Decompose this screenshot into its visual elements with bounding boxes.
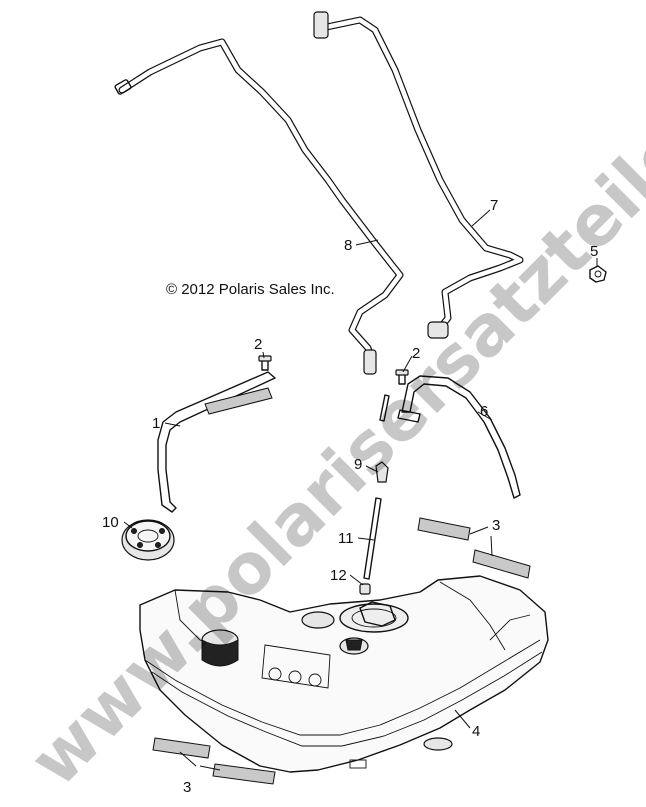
callout-10: 10 — [102, 514, 119, 531]
fuel-cap-10 — [121, 519, 175, 561]
strap-6 — [397, 375, 521, 499]
fuel-tank-4 — [139, 575, 549, 773]
pad-strap-1 — [204, 387, 273, 415]
bolt-2-right — [395, 369, 409, 385]
callout-2-left: 2 — [254, 336, 262, 353]
callout-2-right: 2 — [412, 345, 420, 362]
callout-3-right: 3 — [492, 517, 500, 534]
callout-5: 5 — [590, 243, 598, 260]
filter-12 — [359, 583, 371, 595]
bolt-2-left — [258, 355, 272, 371]
pickup-tube-11 — [363, 497, 382, 580]
callout-7: 7 — [490, 197, 498, 214]
tube-9 — [375, 394, 390, 483]
strap-1 — [157, 371, 276, 513]
leader-lines — [123, 209, 598, 771]
pads-3-bottom — [152, 737, 276, 785]
callout-3-bottom: 3 — [183, 779, 191, 796]
callout-9: 9 — [354, 456, 362, 473]
vent-hose-7 — [313, 11, 524, 339]
callout-4: 4 — [472, 723, 480, 740]
vent-hose-8 — [114, 38, 404, 375]
callout-6: 6 — [480, 403, 488, 420]
callout-11: 11 — [338, 530, 354, 547]
callout-8: 8 — [344, 237, 352, 254]
copyright-text: © 2012 Polaris Sales Inc. — [166, 281, 335, 298]
clip-5 — [589, 265, 607, 283]
pads-3-right — [417, 517, 531, 579]
callout-1: 1 — [152, 415, 160, 432]
callout-12: 12 — [330, 567, 347, 584]
callout-labels: 1 2 2 3 3 4 5 6 7 8 9 10 11 12 — [102, 197, 598, 796]
